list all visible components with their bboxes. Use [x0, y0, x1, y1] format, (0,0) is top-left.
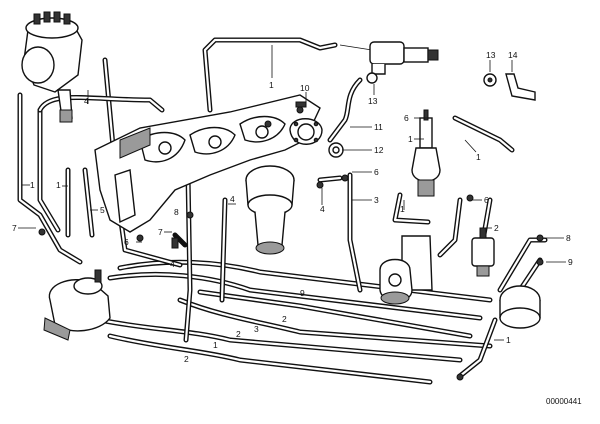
connector-13: [366, 72, 497, 87]
callout-11: 11: [374, 122, 383, 132]
callout-2: 2: [236, 329, 241, 339]
callout-8: 8: [174, 207, 179, 217]
hose-network: [17, 37, 548, 385]
vacuum-reservoir: [499, 285, 541, 329]
check-valve: [411, 109, 441, 197]
callout-2: 2: [282, 314, 287, 324]
leader-lines: [18, 45, 566, 341]
callout-6: 6: [484, 195, 489, 205]
callout-2: 2: [494, 223, 499, 233]
callout-4: 4: [84, 96, 89, 106]
callout-9: 9: [300, 288, 305, 298]
callout-4: 4: [170, 259, 175, 269]
callout-1: 1: [506, 335, 511, 345]
callout-7: 7: [12, 223, 17, 233]
callout-14: 14: [508, 50, 518, 60]
callout-5: 5: [100, 205, 105, 215]
hose-clamp: [328, 142, 344, 158]
callout-3: 3: [254, 324, 259, 334]
callout-3: 3: [374, 195, 379, 205]
callout-1: 1: [56, 180, 61, 190]
callout-9: 9: [568, 257, 573, 267]
callout-1: 1: [213, 340, 218, 350]
callout-1: 1: [269, 80, 274, 90]
elbow-14: [505, 73, 536, 101]
diagram-code: 00000441: [546, 397, 582, 406]
callout-1: 1: [476, 152, 481, 162]
egr-valve: [245, 165, 295, 255]
pressure-regulator: [379, 235, 433, 305]
auxiliary-air-valve: [43, 269, 111, 341]
callout-6: 6: [374, 167, 379, 177]
callout-4: 4: [230, 194, 235, 204]
callout-1: 1: [408, 134, 413, 144]
callout-6: 6: [404, 113, 409, 123]
callout-6: 6: [124, 237, 129, 247]
callout-13: 13: [368, 96, 378, 106]
callout-1: 1: [30, 180, 35, 190]
hose-connectors: [38, 101, 544, 381]
gasket: [289, 118, 323, 145]
callout-4: 4: [320, 204, 325, 214]
callout-8: 8: [566, 233, 571, 243]
distributor: [21, 11, 83, 123]
vacuum-actuator: [339, 41, 439, 75]
callout-1: 1: [400, 204, 405, 214]
callout-labels: 1 1 1 1 1 1 1 1 2 2 2 2 3 3 4 4 4 4 5 6 …: [12, 50, 582, 406]
intake-manifold: [94, 94, 321, 233]
callout-2: 2: [184, 354, 189, 364]
callout-13: 13: [486, 50, 496, 60]
callout-12: 12: [374, 145, 384, 155]
thermo-valve: [471, 227, 495, 277]
callout-7: 7: [158, 227, 163, 237]
callout-10: 10: [300, 83, 310, 93]
